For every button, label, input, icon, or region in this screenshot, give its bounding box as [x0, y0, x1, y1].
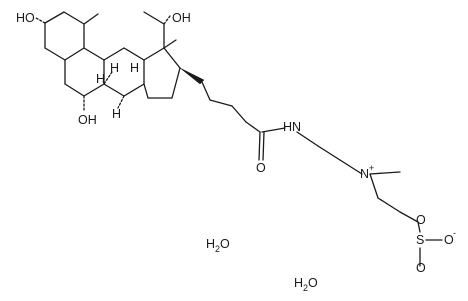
side-chain — [201, 81, 443, 267]
oh-c3-label: HO — [16, 11, 35, 25]
stereo-bonds — [35, 15, 205, 113]
oh-c7-label: OH — [78, 113, 97, 127]
ring-a — [44, 11, 85, 61]
ring-b — [64, 47, 105, 97]
h-c14-label: H — [112, 107, 121, 121]
water-label-1: H2O — [206, 237, 230, 254]
amide-h-label: H — [283, 120, 292, 134]
water-1-o: O — [220, 237, 230, 251]
amide-oxygen-label: O — [256, 161, 266, 175]
sulfonate-oxygen-minus-label: O — [444, 233, 454, 247]
sulfonate-oxygen-top-label: O — [416, 213, 426, 227]
ring-c — [103, 11, 165, 97]
sulfonate-charge-label: - — [453, 228, 456, 238]
water-label-2: H2O — [294, 276, 318, 293]
methyl-groups — [83, 13, 177, 49]
ammonium-charge-label: + — [369, 163, 374, 173]
h-c5-label: H — [96, 72, 105, 86]
h-c9-label: H — [130, 61, 139, 75]
amide-nitrogen-label: N — [292, 120, 301, 134]
oh-c12-label: OH — [172, 11, 191, 25]
h-c8-label: H — [110, 61, 119, 75]
water-1-h: H — [206, 237, 215, 251]
ring-d — [143, 47, 181, 99]
water-1-subscript: 2 — [215, 244, 220, 254]
sulfonate-oxygen-bottom-label: O — [416, 261, 426, 275]
water-2-h: H — [294, 276, 303, 290]
water-2-subscript: 2 — [303, 283, 308, 293]
ammonium-nitrogen-label: N — [360, 167, 369, 181]
sulfonate-sulfur-label: S — [416, 233, 424, 247]
water-2-o: O — [308, 276, 318, 290]
